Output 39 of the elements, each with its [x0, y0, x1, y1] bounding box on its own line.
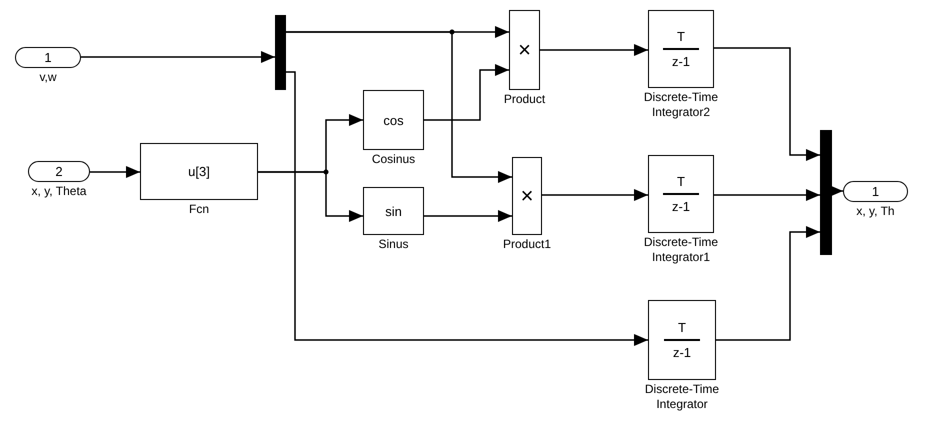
- signal-line: [89, 166, 140, 178]
- multiply-symbol: ×: [520, 185, 534, 207]
- signal-line: [716, 226, 820, 341]
- signal-line: [286, 71, 648, 346]
- transfer-function-text: T: [678, 320, 686, 336]
- transfer-function-text: T: [677, 29, 685, 44]
- block-label: Sinus: [378, 237, 409, 252]
- signal-line: [539, 44, 648, 56]
- signal-line: [713, 189, 820, 201]
- block-label: v,w: [39, 70, 57, 85]
- block-text: 1: [872, 184, 880, 199]
- transfer-function-text: T: [677, 174, 685, 190]
- mux-bar: [275, 15, 286, 90]
- block-label: Discrete-Time Integrator: [644, 382, 720, 412]
- transfer-function-text: z-1: [672, 198, 690, 214]
- block-text: sin: [385, 204, 402, 218]
- signal-line: [80, 51, 275, 63]
- signal-line: [424, 64, 509, 121]
- transfer-function-text: z-1: [672, 344, 692, 360]
- block-label: Product: [504, 92, 546, 107]
- block-label: Product1: [502, 237, 552, 252]
- transfer-function-text: z-1: [672, 54, 690, 69]
- block-label: Cosinus: [372, 152, 416, 167]
- signal-line: [541, 189, 648, 201]
- signal-line: [258, 171, 363, 222]
- mux-bar: [820, 130, 832, 255]
- block-label: Discrete-Time Integrator1: [642, 235, 720, 265]
- block-label: Fcn: [188, 202, 209, 217]
- block-label: x, y, Th: [856, 204, 895, 219]
- block-text: 1: [44, 50, 52, 65]
- multiply-symbol: ×: [518, 39, 531, 61]
- signal-line: [423, 210, 512, 222]
- signal-line: [714, 47, 820, 161]
- block-text: u[3]: [188, 164, 210, 179]
- block-label: x, y, Theta: [32, 184, 86, 199]
- block-label: Discrete-Time Integrator2: [642, 90, 720, 120]
- signal-line: [286, 31, 512, 183]
- block-text: 2: [55, 164, 63, 179]
- block-text: cos: [383, 112, 404, 128]
